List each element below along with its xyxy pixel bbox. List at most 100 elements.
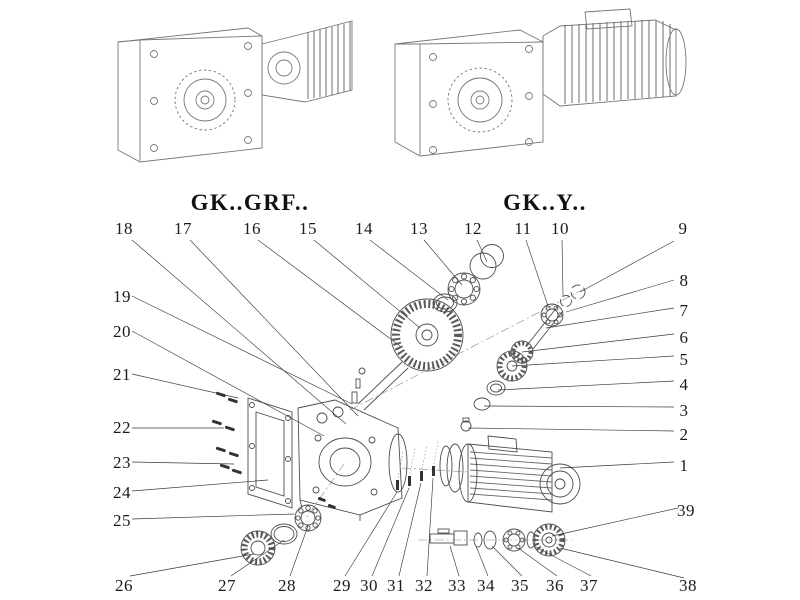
leader-line-7 bbox=[545, 307, 675, 329]
gear-housing bbox=[297, 399, 408, 521]
callout-9: 9 bbox=[678, 219, 688, 238]
callout-21: 21 bbox=[113, 365, 131, 384]
leader-line-25 bbox=[131, 513, 295, 520]
leader-line-33 bbox=[449, 545, 460, 577]
callout-7: 7 bbox=[679, 301, 689, 320]
callout-2: 2 bbox=[679, 425, 689, 444]
callout-14: 14 bbox=[355, 219, 373, 238]
callout-16: 16 bbox=[243, 219, 261, 238]
callout-26: 26 bbox=[115, 576, 133, 595]
motor-assembled bbox=[542, 8, 687, 107]
center-lines bbox=[305, 287, 587, 541]
callout-3: 3 bbox=[679, 401, 689, 420]
callout-36: 36 bbox=[546, 576, 564, 595]
assembly-drawing-gkgrf bbox=[117, 20, 353, 163]
leader-line-27 bbox=[230, 539, 285, 577]
leader-line-4 bbox=[497, 380, 675, 391]
spacer-ring bbox=[432, 293, 458, 313]
leader-line-37 bbox=[533, 545, 592, 577]
callout-1: 1 bbox=[679, 456, 689, 475]
callout-39: 39 bbox=[677, 501, 695, 520]
callout-20: 20 bbox=[113, 322, 131, 341]
variant-title-gkgrf: GK..GRF.. bbox=[190, 190, 310, 215]
output-shaft-chain bbox=[429, 523, 566, 557]
leader-line-5 bbox=[511, 355, 675, 367]
finned-cover bbox=[261, 20, 353, 103]
leader-line-13 bbox=[423, 239, 463, 286]
leader-line-34 bbox=[475, 545, 489, 577]
callout-24: 24 bbox=[113, 483, 131, 502]
motor-studs bbox=[396, 441, 439, 490]
leader-line-28 bbox=[289, 525, 309, 577]
leader-line-36 bbox=[517, 547, 558, 577]
callout-33: 33 bbox=[448, 576, 466, 595]
leader-line-29 bbox=[344, 491, 398, 577]
callout-35: 35 bbox=[511, 576, 529, 595]
leader-line-8 bbox=[565, 279, 675, 313]
leader-line-11 bbox=[525, 239, 549, 307]
callout-30: 30 bbox=[360, 576, 378, 595]
leader-line-2 bbox=[467, 427, 675, 432]
leader-line-19 bbox=[131, 295, 353, 405]
exploded-view-drawing bbox=[211, 244, 587, 566]
leader-line-20 bbox=[131, 330, 325, 437]
leader-line-12 bbox=[476, 239, 488, 263]
leader-line-15 bbox=[313, 239, 421, 329]
upper-bearing bbox=[447, 272, 481, 306]
variant-title-gky: GK..Y.. bbox=[503, 190, 587, 215]
gear-shaft bbox=[357, 361, 409, 411]
callout-25: 25 bbox=[113, 511, 131, 530]
leader-line-18 bbox=[131, 239, 347, 425]
input-stub-parts bbox=[351, 367, 366, 404]
callout-17: 17 bbox=[174, 219, 192, 238]
leader-line-6 bbox=[521, 333, 675, 353]
big-gear bbox=[390, 298, 464, 372]
callout-19: 19 bbox=[113, 287, 131, 306]
leader-line-24 bbox=[131, 479, 269, 492]
callout-27: 27 bbox=[218, 576, 236, 595]
input-pinion-chain bbox=[460, 284, 586, 432]
callout-31: 31 bbox=[387, 576, 405, 595]
callout-15: 15 bbox=[299, 219, 317, 238]
leader-line-30 bbox=[371, 487, 410, 577]
assembly-drawing-gky bbox=[394, 8, 687, 157]
callout-23: 23 bbox=[113, 453, 131, 472]
callout-11: 11 bbox=[514, 219, 532, 238]
callout-38: 38 bbox=[679, 576, 697, 595]
callout-13: 13 bbox=[410, 219, 428, 238]
electric-motor bbox=[458, 435, 581, 513]
callout-28: 28 bbox=[278, 576, 296, 595]
leader-line-31 bbox=[398, 482, 422, 577]
leader-line-16 bbox=[257, 239, 401, 347]
callout-5: 5 bbox=[679, 350, 689, 369]
callout-32: 32 bbox=[415, 576, 433, 595]
callout-8: 8 bbox=[679, 271, 689, 290]
leader-line-23 bbox=[131, 461, 235, 465]
callout-4: 4 bbox=[679, 375, 689, 394]
callout-12: 12 bbox=[464, 219, 482, 238]
leader-line-38 bbox=[559, 547, 685, 579]
lower-left-parts bbox=[240, 496, 336, 566]
leader-line-3 bbox=[483, 405, 675, 408]
callout-37: 37 bbox=[580, 576, 598, 595]
callout-22: 22 bbox=[113, 418, 131, 437]
leader-line-39 bbox=[551, 507, 679, 537]
leader-line-26 bbox=[129, 553, 255, 577]
flange-screws bbox=[211, 391, 242, 475]
callout-18: 18 bbox=[115, 219, 133, 238]
callout-10: 10 bbox=[551, 219, 569, 238]
leader-line-10 bbox=[561, 239, 564, 297]
mounting-flange bbox=[247, 397, 293, 509]
leader-line-17 bbox=[189, 239, 359, 417]
leader-line-21 bbox=[131, 373, 239, 399]
callout-29: 29 bbox=[333, 576, 351, 595]
leader-line-32 bbox=[426, 477, 434, 577]
leader-line-35 bbox=[491, 545, 523, 577]
leader-line-14 bbox=[369, 239, 449, 301]
leader-line-9 bbox=[579, 240, 675, 293]
callout-6: 6 bbox=[679, 328, 689, 347]
leader-lines bbox=[129, 239, 685, 579]
motor-adapter bbox=[439, 443, 464, 493]
